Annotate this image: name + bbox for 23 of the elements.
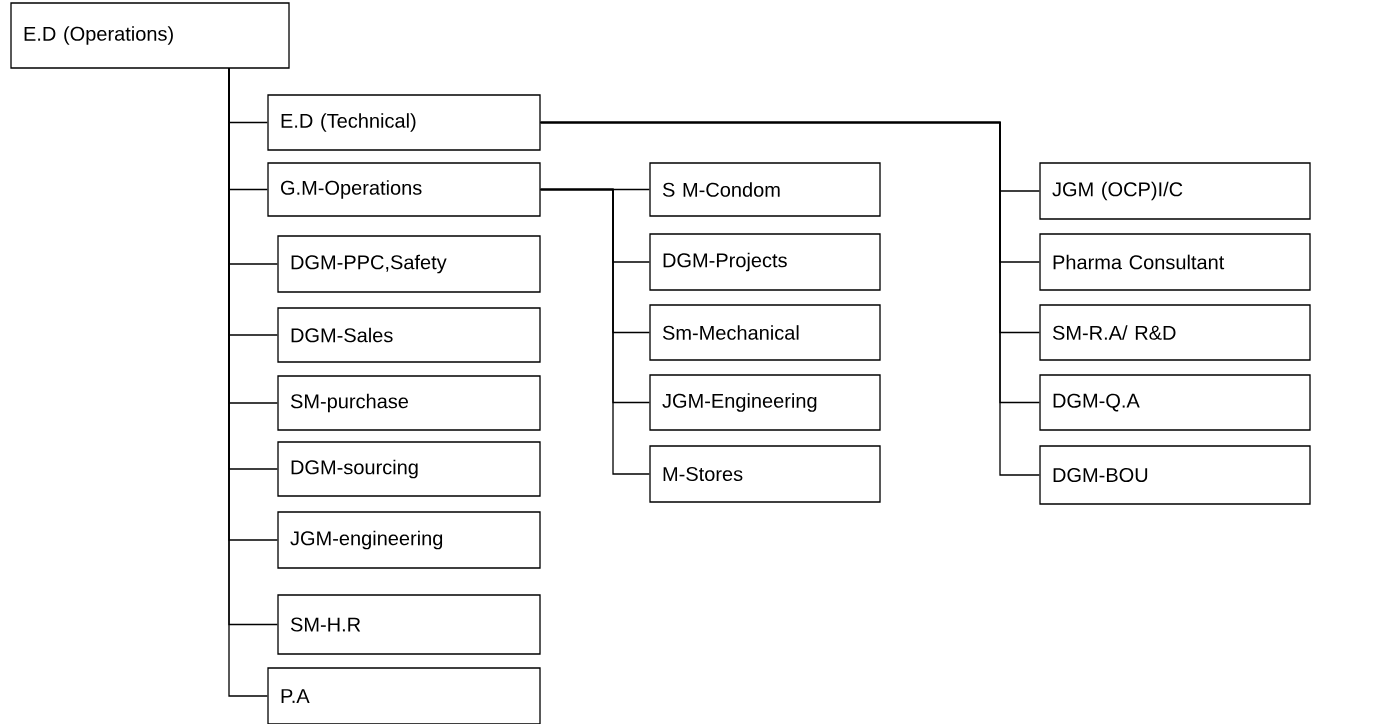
org-box: S M-Condom — [649, 162, 881, 217]
org-box: DGM-sourcing — [277, 441, 541, 497]
org-box: DGM-PPC,Safety — [277, 235, 541, 293]
org-box: E.D (Operations) — [10, 2, 290, 69]
org-box: Pharma Consultant — [1039, 233, 1311, 291]
org-box: DGM-Sales — [277, 307, 541, 363]
connector-line — [540, 121, 1040, 476]
org-box: DGM-Q.A — [1039, 374, 1311, 431]
org-box: DGM-Projects — [649, 233, 881, 291]
org-box: E.D (Technical) — [267, 94, 541, 151]
org-box: G.M-Operations — [267, 162, 541, 217]
org-box: DGM-BOU — [1039, 445, 1311, 505]
org-box: JGM-engineering — [277, 511, 541, 569]
org-box: SM-purchase — [277, 375, 541, 431]
connector-line — [228, 67, 268, 697]
org-box: JGM-Engineering — [649, 374, 881, 431]
org-box: SM-R.A/ R&D — [1039, 304, 1311, 361]
org-box: P.A — [267, 667, 541, 724]
org-box: SM-H.R — [277, 594, 541, 655]
org-box: M-Stores — [649, 445, 881, 503]
org-box: Sm-Mechanical — [649, 304, 881, 361]
org-box: JGM (OCP)I/C — [1039, 162, 1311, 220]
connector-line — [540, 188, 650, 475]
